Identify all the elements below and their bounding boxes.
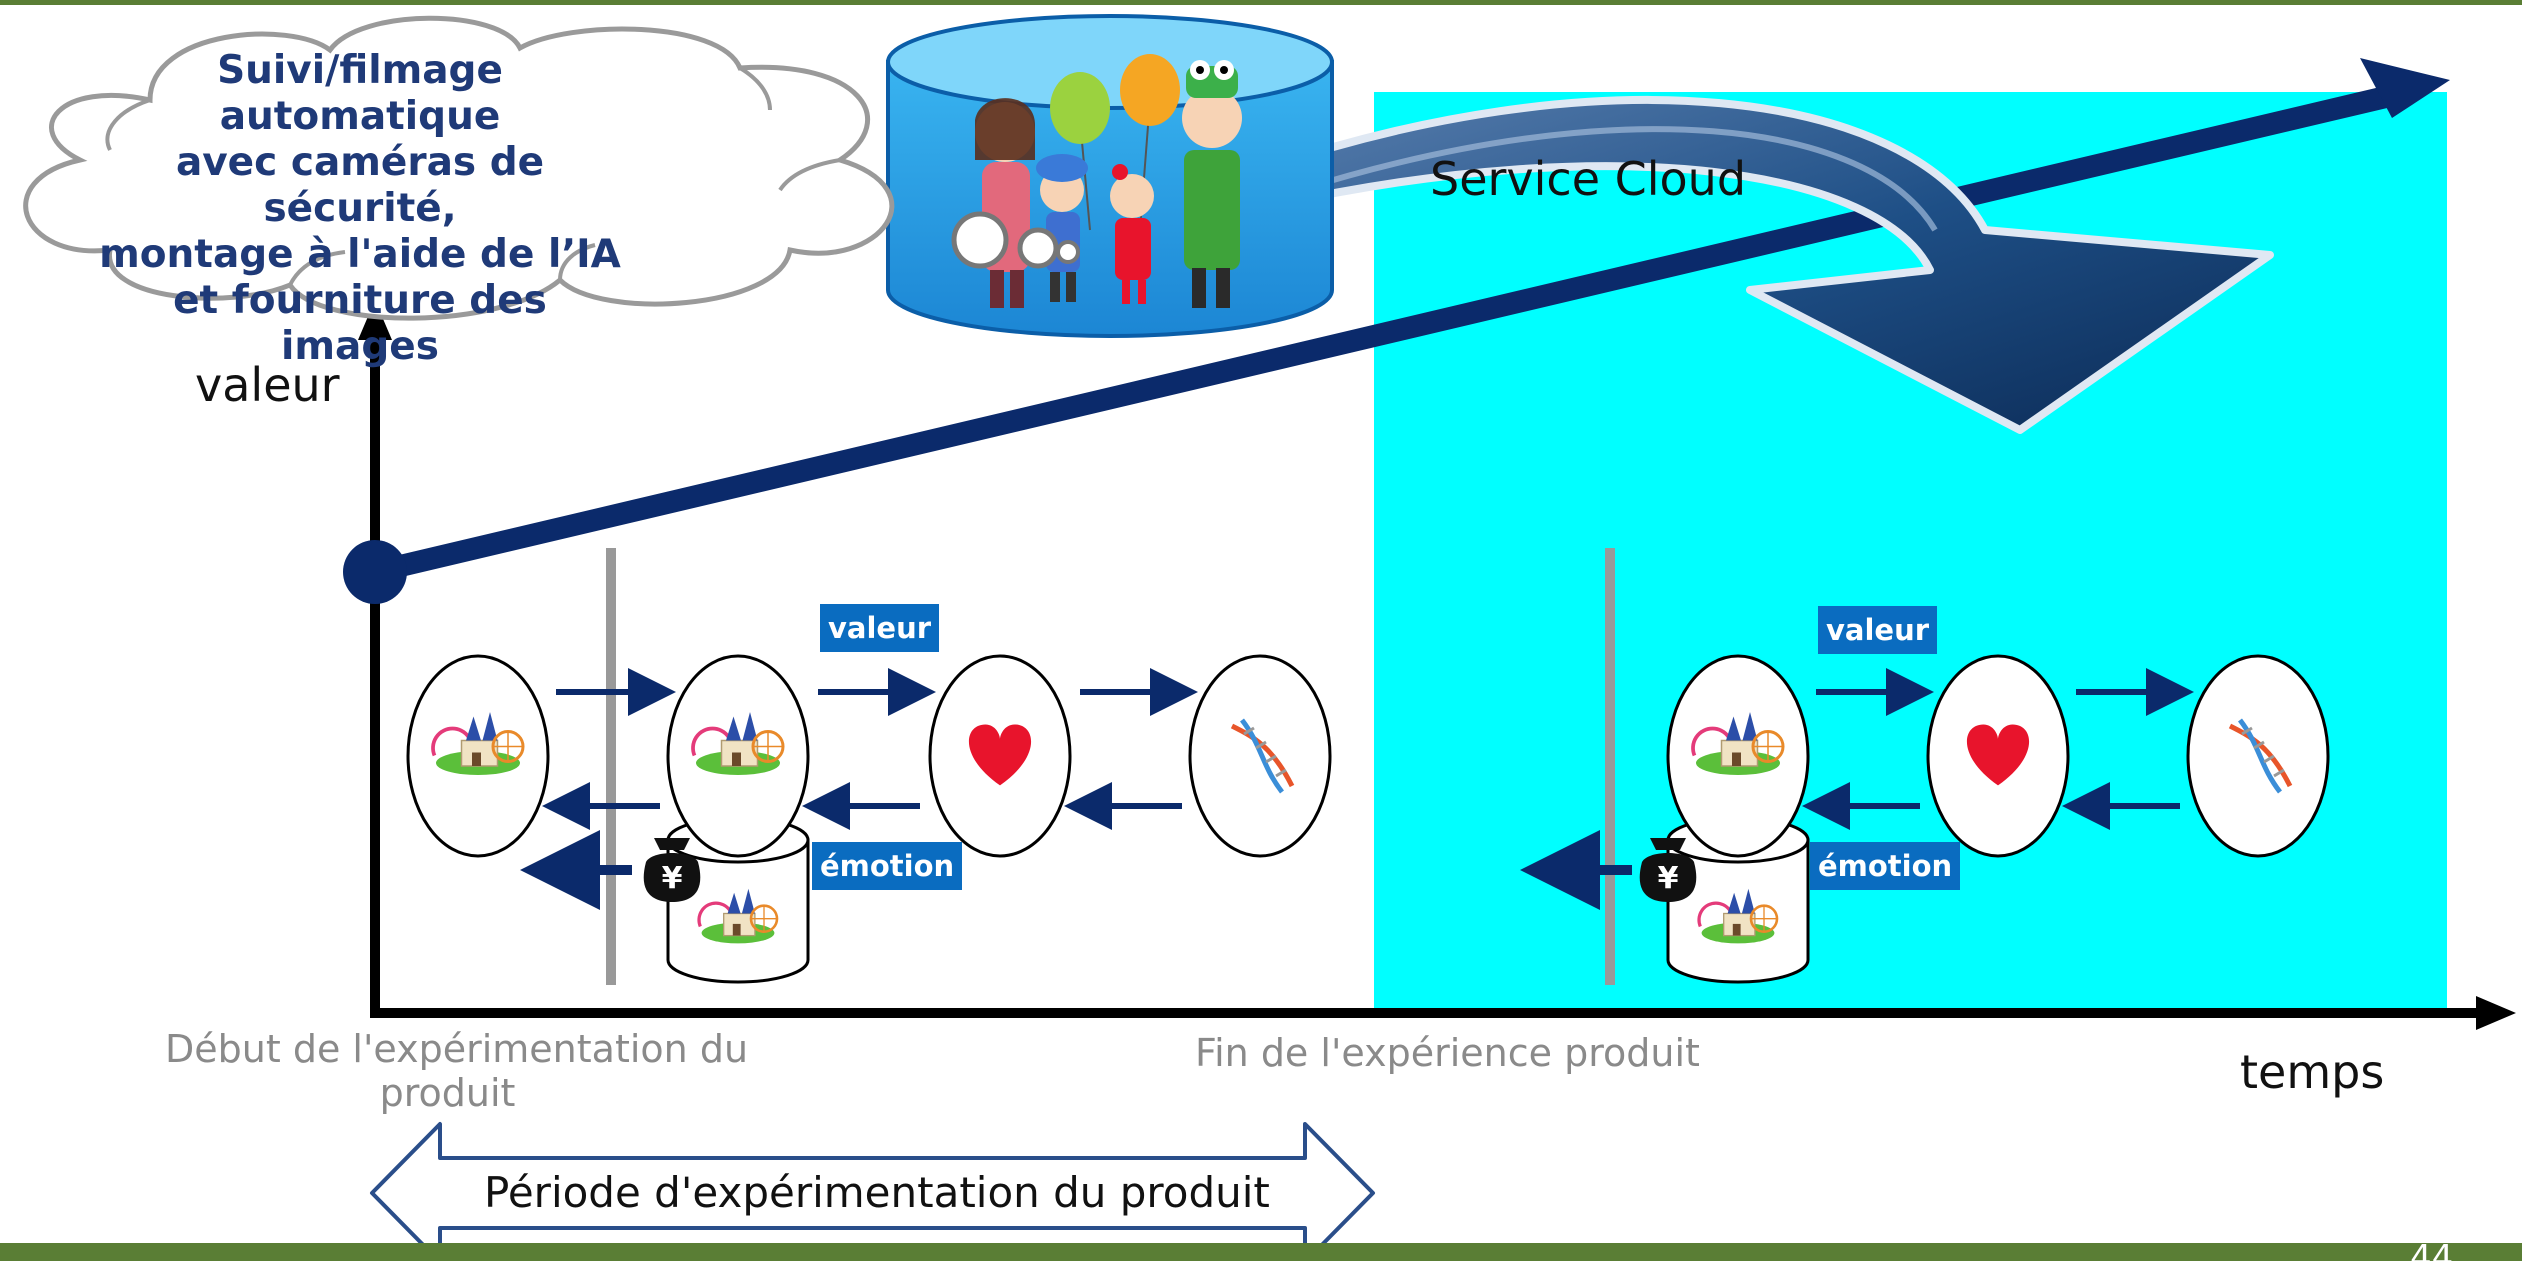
family-photo-icon — [951, 54, 1242, 308]
period-label: Période d'expérimentation du produit — [484, 1168, 1270, 1217]
flow-right — [1520, 654, 2330, 984]
value-start-point — [343, 540, 407, 604]
service-cloud-arrow — [1241, 96, 2274, 434]
value-tag-right: valeur — [1818, 606, 1938, 654]
cloud-line-4: et fourniture des images — [173, 278, 547, 369]
value-growth-arrowhead — [2360, 58, 2450, 118]
emotion-tag-right: émotion — [1810, 842, 1961, 890]
top-bar — [0, 0, 2522, 5]
end-experience-label: Fin de l'expérience produit — [1195, 1031, 1700, 1075]
thought-cloud-text: Suivi/filmage automatique avec caméras d… — [90, 48, 630, 370]
value-tag-left: valeur — [820, 604, 940, 652]
flow-left — [406, 654, 1332, 984]
y-axis-label: valeur — [195, 358, 340, 412]
bottom-bar — [0, 1243, 2522, 1261]
period-double-arrow — [370, 1122, 1375, 1261]
cloud-line-2: avec caméras de sécurité, — [175, 140, 545, 231]
start-label-line-1: Début de l'expérimentation du — [165, 1027, 749, 1071]
thought-cloud — [23, 15, 895, 321]
page-number: 44 — [2410, 1238, 2454, 1278]
cloud-database-icon — [886, 14, 1334, 338]
start-label-line-2: produit — [379, 1071, 516, 1115]
start-experimentation-label: Début de l'expérimentation du produit — [165, 1027, 749, 1115]
emotion-tag-left: émotion — [812, 842, 963, 890]
x-axis-arrowhead — [2476, 996, 2516, 1030]
cloud-line-3: montage à l'aide de l’IA — [99, 232, 621, 277]
value-growth-line — [364, 85, 2401, 583]
service-cloud-label: Service Cloud — [1430, 152, 1747, 206]
y-axis-arrowhead — [358, 300, 392, 340]
cloud-line-1: Suivi/filmage automatique — [217, 48, 503, 139]
x-axis-label: temps — [2240, 1045, 2385, 1099]
